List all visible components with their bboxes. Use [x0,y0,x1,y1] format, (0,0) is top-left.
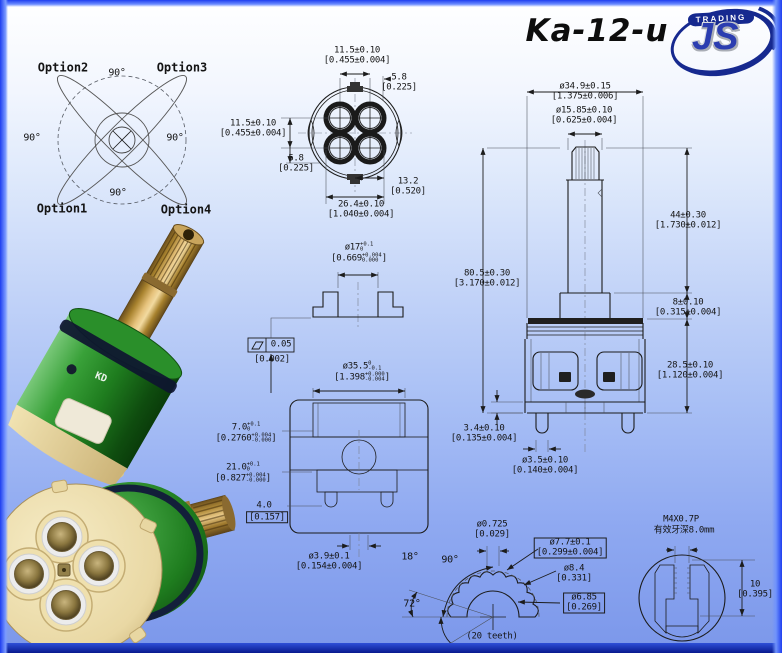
angle-right-label: 90° [166,132,184,144]
option1-label: Option1 [36,201,88,216]
cartridge-body [16,311,181,470]
dim-port-offset-left: 5.8[0.225] [278,153,314,173]
dim-port-edge: 13.2[0.520] [390,176,426,196]
dim-stem-length: 44±0.30[1.730±0.012] [654,210,722,230]
port [39,578,93,632]
side-elevation-view [480,89,692,452]
o-ring-band [59,319,177,394]
key-cutout-left [532,351,579,391]
thread-wall-left [654,564,675,635]
dim-pin-hole: ø3.9±0.1[0.154±0.004] [295,551,363,571]
logo-brand: JS [692,16,739,58]
flatness-value: 0.05 [270,339,292,350]
key-cutout-right [596,351,643,391]
port [35,510,89,564]
side-key-left [307,119,315,147]
spline-angle-72: 72° [403,598,421,610]
port [2,547,56,601]
angle-top-label: 90° [108,67,126,79]
frame-edge-top [0,0,782,7]
cap-cross-section [247,272,404,393]
flatness-inch: [0.002] [254,354,290,365]
dim-body-height: 28.5±0.10[1.120±0.004] [656,360,724,380]
body-cross-section [282,388,429,558]
bottom-ports [2,510,126,632]
thread-depth-note: 有效牙深8.0mm [653,525,715,536]
lower-cavity [316,469,398,493]
port [72,539,126,593]
dim-thread-depth: 10[0.395] [737,579,773,599]
flatness-symbol [251,341,264,350]
thread-ticks [674,567,690,594]
body-slot [575,389,595,399]
dim-port-span: 26.4±0.10[1.040±0.004] [327,199,395,219]
stem-collar [141,272,178,298]
thread-detail [638,546,755,642]
dim-total-length: 80.5±0.30[3.170±0.012] [453,268,521,288]
body-cream-base [8,404,128,487]
face-tab [139,517,157,534]
dim-port-pitch-h: 11.5±0.10[0.455±0.004] [323,45,391,65]
body-window [54,398,112,444]
frame-edge-right [772,0,782,653]
bore-bottom [665,625,699,638]
dim-cap-bore: ø17+0.1 0 [0.669+0.004 0.000] [331,241,387,263]
alignment-pin [621,413,635,434]
dim-base-height: 3.4±0.10[0.135±0.004] [450,423,518,443]
bottom-key [347,174,363,180]
brand-logo: TRADING JS [659,0,782,94]
dim-pin-dia: ø3.5±0.10[0.140±0.004] [511,455,579,475]
angle-bottom-label: 90° [109,187,127,199]
dim-tooth-width: ø0.725[0.029] [474,519,510,539]
body-marking-text: KD [93,370,108,385]
page-title: Ka-12-u [525,13,669,49]
spline-angle-18: 18° [401,551,419,563]
dim-port-offset-top: 5.8[0.225] [381,72,417,92]
angle-left-label: 90° [23,132,41,144]
dim-stem-dia: ø15.85±0.10[0.625±0.004] [550,105,618,125]
dim-spline-major: ø7.7±0.1[0.299±0.004] [533,537,607,559]
stem-socket-hole [183,229,194,241]
thread-spec: M4X0.7P [663,514,699,525]
dim-port-pitch-v: 11.5±0.10[0.455±0.004] [219,118,287,138]
dim-depth-7: 7.0+0.1 0 [0.2760+0.004 -0.000] [215,421,277,443]
frame-edge-bottom [0,643,782,653]
lever-position-ellipse [57,75,187,205]
face-ports [323,101,387,165]
top-key [347,86,363,92]
port-face-view [281,71,412,204]
teeth-count-note: (20 teeth) [466,631,518,642]
lever-position-ellipse [57,75,187,205]
spline-angle-90: 90° [441,554,459,566]
dim-step-mm: 4.0 [256,500,272,511]
face-tab [129,626,147,644]
spline-teeth-detail [402,546,561,652]
dim-collar-height: 8±0.10[0.315±0.004] [654,297,722,317]
dim-body-dia: ø34.9±0.15[1.375±0.006] [551,81,619,101]
center-pin-hole [62,568,66,572]
stem-spline-ridges [149,227,199,289]
option2-label: Option2 [37,60,89,75]
option4-label: Option4 [160,202,212,217]
dim-body-bore: ø35.5 0 -0.1 [1.398+0.000 -0.004] [334,360,390,382]
option3-label: Option3 [156,60,208,75]
frame-edge-left [0,0,8,653]
photo-cartridge-bottom [0,479,236,653]
dim-depth-21: 21.0+0.1 0 [0.827+0.004 -0.000] [215,461,271,483]
cap-dark-band [528,318,643,324]
body-dot [66,364,77,375]
photo-cartridge-side: KD [8,224,205,487]
pin-hole [380,491,394,508]
alignment-pin [535,413,549,434]
dim-step-in: [0.157] [246,511,288,524]
thread-wall-right [689,564,710,635]
dim-spline-od: ø8.4[0.331] [556,563,592,583]
pin-hole [324,491,338,508]
options-diagram [57,75,187,205]
side-key-right [395,119,403,147]
dim-spline-minor: ø6.85[0.269] [563,592,605,614]
face-tab [51,479,68,494]
